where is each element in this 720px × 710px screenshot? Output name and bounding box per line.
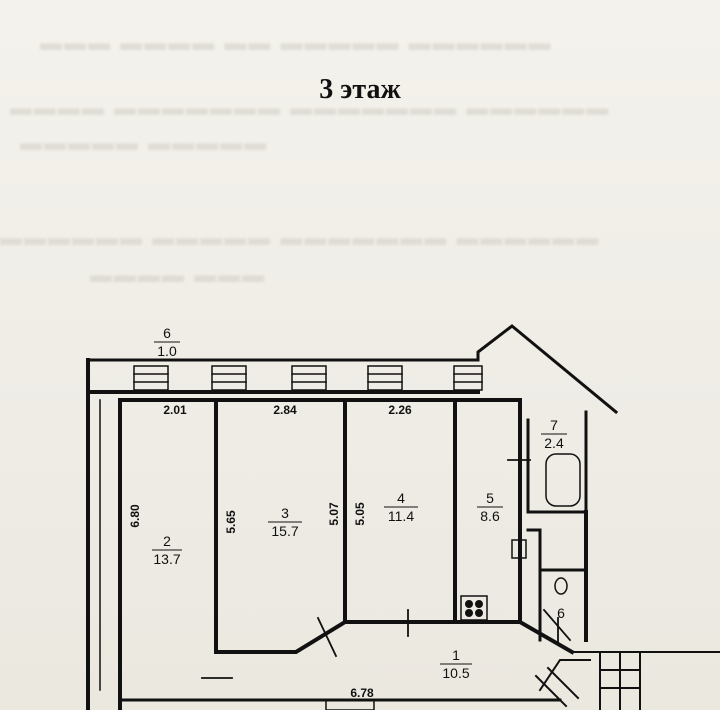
corridor-wall	[214, 620, 575, 655]
balcony-outline	[86, 358, 480, 370]
bleed-through-text: ▬▬▬▬ ▬▬▬	[90, 262, 267, 287]
dimension-label: 2.84	[273, 403, 297, 417]
door-marks	[201, 459, 572, 679]
dimension-label: 5.05	[353, 502, 367, 526]
room-area: 8.6	[480, 508, 500, 524]
bathroom-wall	[526, 410, 588, 514]
room-7-label: 7 2.4	[541, 417, 567, 451]
room-2-label: 2 13.7	[152, 533, 182, 567]
room-5-label: 5 8.6	[477, 490, 503, 524]
bleed-through-text: ▬▬▬▬▬ ▬▬▬▬▬	[20, 130, 269, 155]
room-number: 4	[397, 490, 405, 506]
dimension-label: 6.80	[128, 504, 142, 528]
room-number: 2	[163, 533, 171, 549]
room-area: 1.0	[157, 343, 177, 359]
dimension-label: 5.65	[224, 510, 238, 534]
room-1-label: 1 10.5	[440, 647, 472, 681]
room-number: 7	[550, 417, 558, 433]
room-number: 3	[281, 505, 289, 521]
sink	[511, 539, 527, 559]
dimension-label: 2.01	[163, 403, 187, 417]
room-number: 5	[486, 490, 494, 506]
room-4-label: 4 11.4	[384, 490, 418, 524]
bathtub	[545, 453, 581, 507]
room-number: 1	[452, 647, 460, 663]
bleed-through-text: ▬▬▬▬▬▬ ▬▬▬▬▬ ▬▬▬▬▬▬▬ ▬▬▬▬▬▬	[0, 225, 601, 250]
toilet	[554, 577, 568, 595]
room-number: 6	[163, 325, 171, 341]
room-area: 2.4	[544, 435, 564, 451]
room-6-label: 6 1.0	[154, 325, 180, 359]
page-title: 3 этаж	[319, 74, 401, 105]
room-6-wc-label: 6	[557, 605, 565, 621]
windows	[133, 365, 483, 391]
room-area: 13.7	[153, 551, 180, 567]
bay-outline	[476, 324, 619, 415]
staircase	[534, 651, 720, 710]
bleed-through-text: ▬▬▬ ▬▬▬▬ ▬▬ ▬▬▬▬▬ ▬▬▬▬▬▬	[40, 30, 553, 55]
room-area: 10.5	[442, 665, 469, 681]
room-3-label: 3 15.7	[268, 505, 302, 539]
dimension-label: 6.78	[350, 686, 374, 700]
bleed-through-text: ▬▬▬▬ ▬▬▬▬▬▬▬ ▬▬▬▬▬▬▬ ▬▬▬▬▬▬	[10, 95, 611, 120]
dimension-label: 2.26	[388, 403, 412, 417]
room-area: 11.4	[388, 508, 414, 524]
stove	[460, 595, 488, 621]
room-area: 15.7	[271, 523, 298, 539]
dimension-label: 5.07	[327, 502, 341, 526]
